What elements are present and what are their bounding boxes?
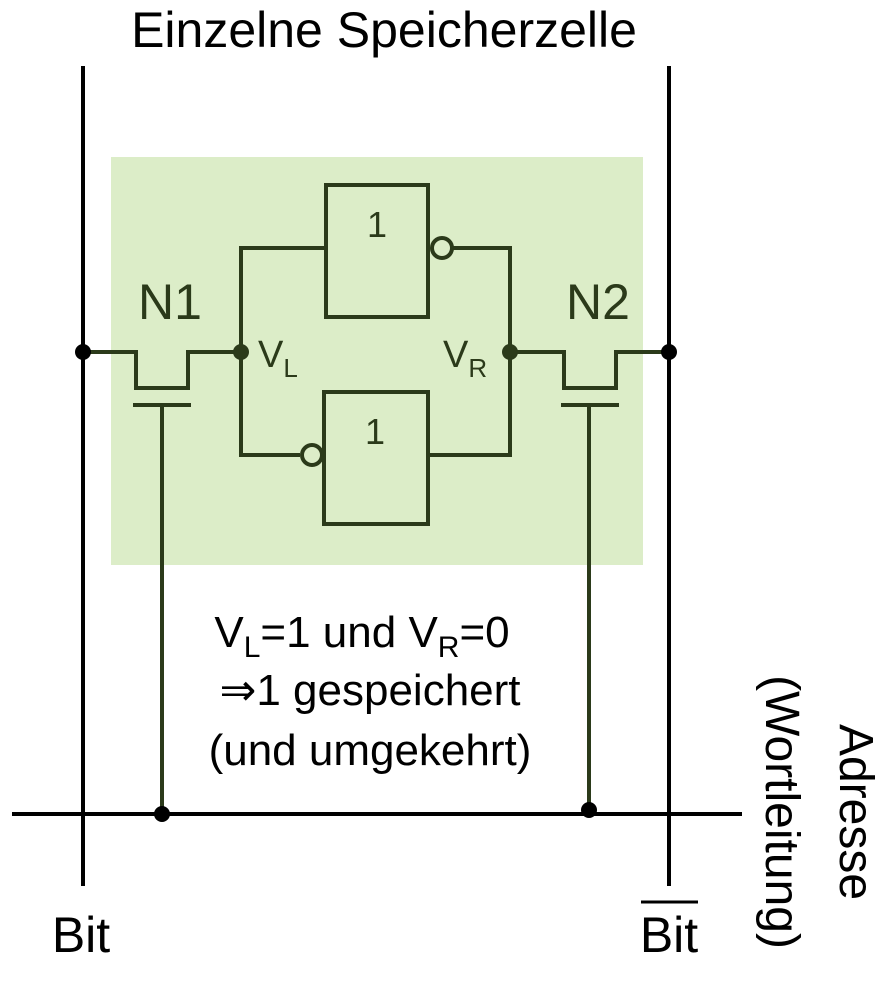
- label-bit-right: Bit: [640, 907, 698, 963]
- caption-v2: V: [408, 608, 438, 657]
- junction-vl: [233, 344, 249, 360]
- junction-word-n2: [581, 802, 597, 818]
- cell-area: [111, 157, 643, 565]
- label-n1: N1: [138, 274, 202, 330]
- caption-v1: V: [214, 608, 244, 657]
- junction-word-n1: [154, 806, 170, 822]
- caption-eq2: =0: [459, 608, 509, 657]
- inverter-bottom-bubble: [300, 443, 324, 467]
- caption-eq1: =1 und: [260, 608, 408, 657]
- label-bit-left: Bit: [52, 907, 110, 963]
- junction-bit-right: [661, 344, 677, 360]
- junction-bit-left: [75, 344, 91, 360]
- caption-s1: L: [244, 631, 261, 664]
- label-vl-base: V: [258, 334, 284, 376]
- inverter-top-bubble: [430, 236, 454, 260]
- inverter-top: [324, 183, 430, 319]
- label-vr: VR: [443, 334, 487, 383]
- inverter-bottom-label: 1: [365, 411, 385, 452]
- label-vl: VL: [258, 334, 298, 383]
- diagram-title: Einzelne Speicherzelle: [131, 2, 637, 58]
- caption-line-1: VL=1 und VR=0: [214, 608, 509, 664]
- caption-line-2: ⇒1 gespeichert: [219, 666, 520, 715]
- label-vr-sub: R: [468, 353, 487, 383]
- caption-s2: R: [438, 631, 460, 664]
- junction-vr: [502, 344, 518, 360]
- transistor-n1: [83, 350, 241, 407]
- caption-line-3: (und umgekehrt): [209, 726, 532, 775]
- transistor-n2: [510, 350, 669, 407]
- label-wordline: (Wortleitung): [755, 675, 808, 949]
- inverter-top-label: 1: [367, 204, 387, 245]
- label-vl-sub: L: [283, 353, 297, 383]
- label-address: Adresse: [829, 724, 882, 900]
- label-n2: N2: [566, 274, 630, 330]
- inverter-bottom: [322, 390, 430, 526]
- label-vr-base: V: [443, 334, 469, 376]
